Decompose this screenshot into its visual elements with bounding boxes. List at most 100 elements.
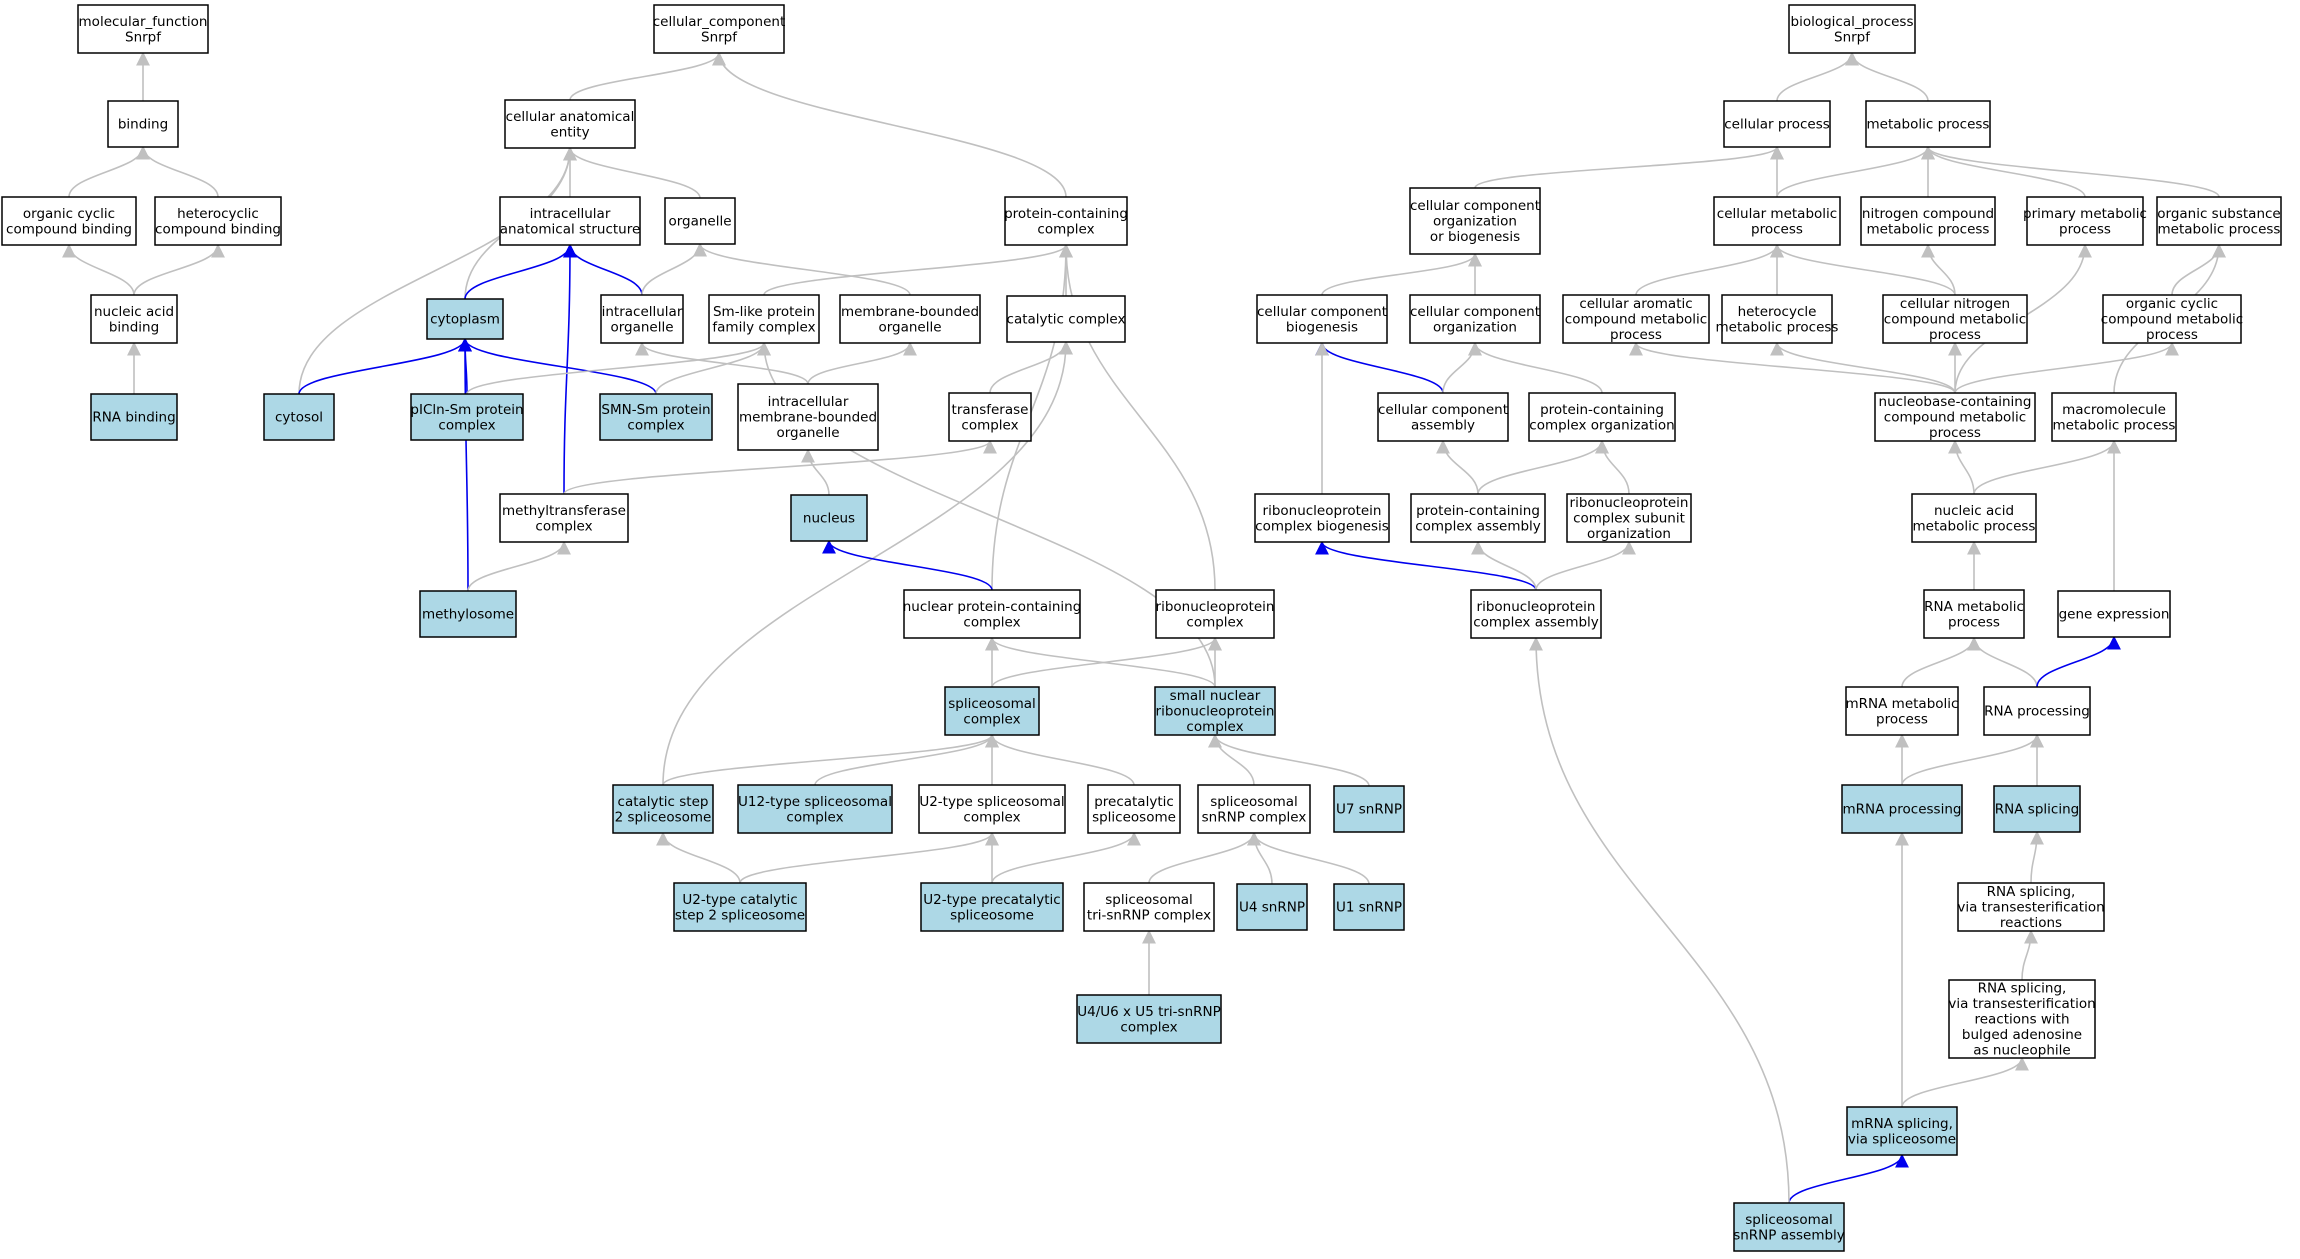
node-mrp[interactable]: mRNA processing [1841, 784, 1963, 834]
node-label-line: compound metabolic [1884, 312, 2026, 328]
node-u7[interactable]: U7 snRNP [1333, 785, 1405, 833]
edge-rp-to-ge [2036, 635, 2121, 688]
node-organelle[interactable]: organelle [664, 197, 736, 245]
node-u1[interactable]: U1 snRNP [1333, 883, 1405, 931]
node-methylosome[interactable]: methylosome [419, 590, 517, 638]
node-u4[interactable]: U4 snRNP [1236, 883, 1308, 931]
node-cytosol[interactable]: cytosol [263, 393, 335, 441]
node-cp[interactable]: cellular process [1723, 100, 1831, 148]
node-box [1911, 493, 2037, 543]
node-label-line: RNA splicing, [1978, 981, 2067, 997]
node-catc[interactable]: catalytic complex [1006, 295, 1126, 343]
node-box [1957, 882, 2105, 932]
node-rp[interactable]: RNA processing [1983, 686, 2091, 736]
node-label-line: membrane-bounded [841, 304, 979, 320]
node-rsvtb[interactable]: RNA splicing,via transesterificationreac… [1948, 979, 2096, 1059]
node-box [499, 493, 629, 543]
edge-mp-to-bp [1845, 51, 1929, 102]
node-box [1721, 294, 1833, 344]
node-rnab[interactable]: RNA binding [90, 393, 178, 441]
node-nucleus[interactable]: nucleus [790, 494, 868, 542]
node-label-line: U7 snRNP [1336, 802, 1402, 818]
node-rs[interactable]: RNA splicing [1993, 785, 2081, 833]
edge-cytosol-to-cae [298, 146, 577, 395]
edge-namp-to-nbcmp [1948, 439, 1975, 495]
node-box [1713, 196, 1841, 246]
edge-u12-to-splc [814, 733, 999, 786]
node-box [1846, 1106, 1958, 1156]
node-binding[interactable]: binding [107, 100, 179, 148]
node-box [1788, 4, 1916, 54]
edge-npcc-to-nucleus [822, 539, 993, 591]
node-mp[interactable]: metabolic process [1865, 100, 1991, 148]
node-box [2057, 590, 2171, 638]
node-label-line: macromolecule [2062, 402, 2166, 418]
node-label-line: cellular anatomical [506, 109, 635, 125]
edge-rsvt-to-rs [2029, 830, 2044, 884]
node-cytoplasm[interactable]: cytoplasm [426, 298, 504, 340]
edge-cncmp-to-ncmp [1921, 243, 1956, 296]
node-label-line: ribonucleoprotein [1477, 599, 1596, 615]
edge-ssa-to-rca [1529, 636, 1790, 1204]
node-rsvt[interactable]: RNA splicing,via transesterificationreac… [1957, 882, 2105, 932]
node-label-line: process [1876, 711, 1928, 727]
edge-u2pre-to-precat [991, 831, 1141, 884]
node-mrsvs[interactable]: mRNA splicing,via spliceosome [1846, 1106, 1958, 1156]
node-label-line: nucleic acid [94, 304, 174, 320]
node-ge[interactable]: gene expression [2057, 590, 2171, 638]
